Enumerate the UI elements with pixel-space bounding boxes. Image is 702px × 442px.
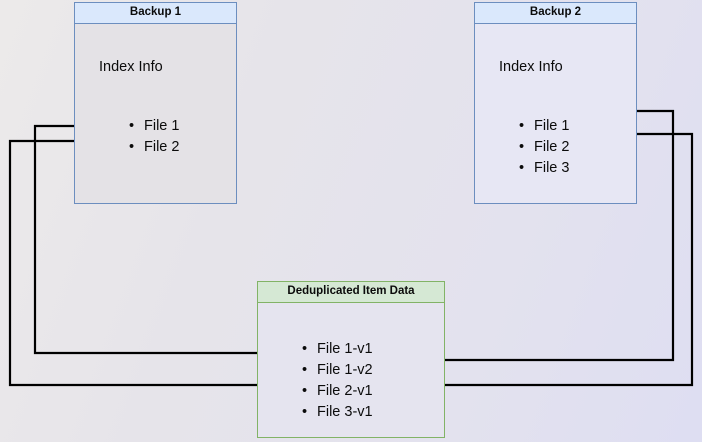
list-item: File 1 xyxy=(127,116,179,137)
node-backup-2[interactable]: Backup 2 Index Info File 1 File 2 File 3 xyxy=(474,2,637,204)
backup-2-file-list: File 1 File 2 File 3 xyxy=(517,116,569,179)
node-dedup-header: Deduplicated Item Data xyxy=(258,282,444,303)
list-item: File 3-v1 xyxy=(300,402,373,423)
list-item: File 2 xyxy=(517,137,569,158)
backup-2-index-label: Index Info xyxy=(499,59,563,75)
backup-1-index-label: Index Info xyxy=(99,59,163,75)
node-dedup-body: File 1-v1 File 1-v2 File 2-v1 File 3-v1 xyxy=(258,303,444,437)
node-deduplicated-item-data[interactable]: Deduplicated Item Data File 1-v1 File 1-… xyxy=(257,281,445,438)
list-item: File 2 xyxy=(127,137,179,158)
list-item: File 1-v2 xyxy=(300,360,373,381)
list-item: File 1 xyxy=(517,116,569,137)
list-item: File 3 xyxy=(517,158,569,179)
node-backup-1-header: Backup 1 xyxy=(75,3,236,24)
node-backup-2-body: Index Info File 1 File 2 File 3 xyxy=(475,24,636,203)
backup-1-file-list: File 1 File 2 xyxy=(127,116,179,158)
dedup-file-list: File 1-v1 File 1-v2 File 2-v1 File 3-v1 xyxy=(300,339,373,423)
node-backup-1-body: Index Info File 1 File 2 xyxy=(75,24,236,203)
list-item: File 2-v1 xyxy=(300,381,373,402)
node-backup-1[interactable]: Backup 1 Index Info File 1 File 2 xyxy=(74,2,237,204)
node-backup-2-header: Backup 2 xyxy=(475,3,636,24)
list-item: File 1-v1 xyxy=(300,339,373,360)
